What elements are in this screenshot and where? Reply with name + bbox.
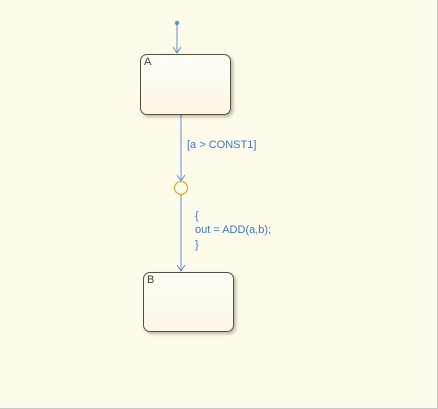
transition-action-label[interactable]: out = ADD(a,b);	[195, 224, 272, 236]
transition-action-close-brace[interactable]: }	[195, 239, 199, 251]
transition-action-open-brace[interactable]: {	[195, 210, 199, 222]
state-b-label: B	[147, 274, 155, 286]
default-transition-dot[interactable]	[174, 20, 180, 26]
state-a-label: A	[144, 56, 152, 68]
state-a[interactable]: A	[140, 54, 231, 115]
connective-junction[interactable]	[173, 180, 189, 196]
state-b[interactable]: B	[143, 272, 234, 332]
transition-condition-label[interactable]: [a > CONST1]	[187, 139, 257, 151]
